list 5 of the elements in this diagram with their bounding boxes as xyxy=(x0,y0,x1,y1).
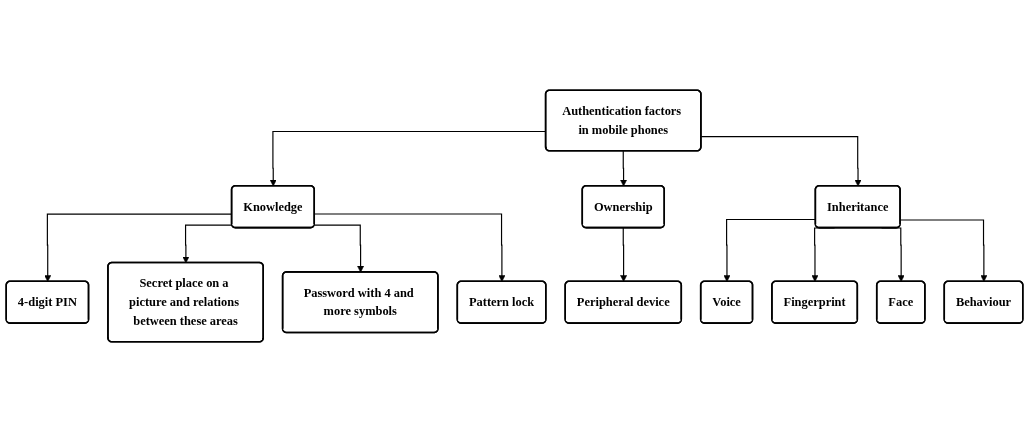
arrow xyxy=(620,227,627,282)
arrow xyxy=(700,136,862,187)
arrow xyxy=(620,150,627,187)
arrow xyxy=(313,224,364,273)
arrow xyxy=(314,213,506,282)
